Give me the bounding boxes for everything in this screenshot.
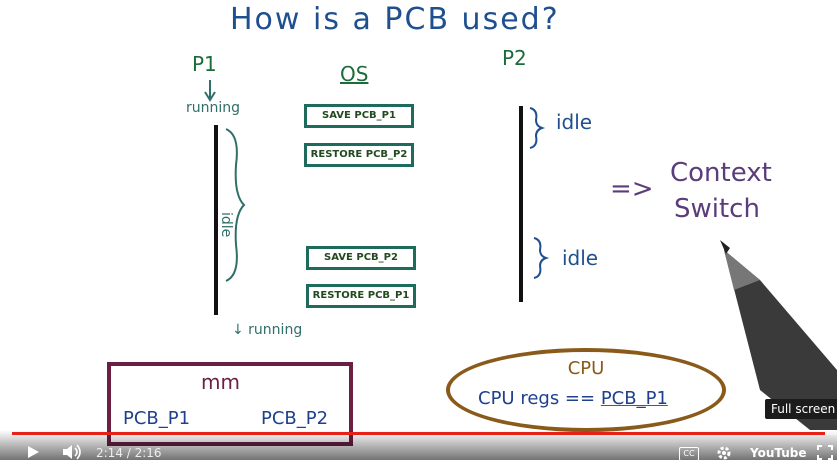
os-step-save-pcb-p2: SAVE PCB_P2 <box>306 246 416 270</box>
mm-title: mm <box>201 370 240 394</box>
slide-title: How is a PCB used? <box>230 2 560 37</box>
os-label: OS <box>340 62 369 86</box>
switch-label: Switch <box>674 194 760 224</box>
time-display: 2:14 / 2:16 <box>96 446 162 460</box>
implies-arrow: => <box>610 174 654 204</box>
p1-label: P1 <box>192 52 217 76</box>
closed-captions-button[interactable]: CC <box>679 447 699 461</box>
p2-idle-brace-top <box>529 107 546 149</box>
pen-image <box>720 240 837 430</box>
os-step-restore-pcb-p1: RESTORE PCB_P1 <box>306 284 416 308</box>
mm-pcb-p2: PCB_P2 <box>261 408 329 429</box>
fullscreen-icon[interactable] <box>817 445 833 460</box>
progress-bar[interactable] <box>12 432 837 435</box>
fullscreen-tooltip: Full screen <box>765 399 837 419</box>
p1-running-bottom: ↓ running <box>232 322 303 338</box>
progress-fill <box>12 432 825 435</box>
play-icon[interactable] <box>26 445 40 459</box>
down-arrow-icon <box>204 80 216 102</box>
p2-idle-bottom-label: idle <box>562 246 599 270</box>
p2-label: P2 <box>502 46 527 70</box>
cpu-regs-value: PCB_P1 <box>600 388 668 409</box>
os-step-restore-pcb-p2: RESTORE PCB_P2 <box>304 143 414 167</box>
p1-idle-label: idle <box>218 212 234 238</box>
p1-idle-brace <box>225 128 246 282</box>
p2-idle-brace-bottom <box>533 237 550 279</box>
p2-idle-top-label: idle <box>556 110 593 134</box>
cpu-regs-prefix: CPU regs == <box>478 388 601 409</box>
cpu-title: CPU <box>567 358 605 379</box>
cpu-regs-line: CPU regs == PCB_P1 <box>478 388 668 409</box>
p1-timeline <box>214 125 218 315</box>
player-controls-bar <box>0 430 837 460</box>
gear-icon[interactable] <box>716 445 732 461</box>
context-label: Context <box>670 158 772 188</box>
p2-timeline <box>519 106 523 302</box>
mm-pcb-p1: PCB_P1 <box>123 408 191 429</box>
cpu-ellipse: CPU CPU regs == PCB_P1 <box>446 348 726 432</box>
youtube-logo[interactable]: YouTube <box>750 446 807 460</box>
volume-icon[interactable] <box>62 444 84 460</box>
os-step-save-pcb-p1: SAVE PCB_P1 <box>304 104 414 128</box>
p1-running-top: running <box>186 100 241 116</box>
